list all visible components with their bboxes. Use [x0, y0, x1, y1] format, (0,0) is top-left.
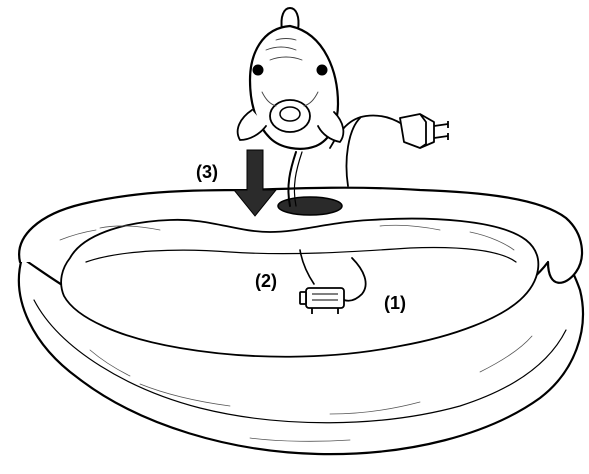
callout-cord-label: (1): [384, 293, 406, 313]
power-plug-icon: [400, 114, 448, 148]
rim-hole: [278, 197, 342, 215]
fish-right-eye: [317, 65, 327, 75]
fish-left-eye: [253, 65, 263, 75]
power-cord-down: [347, 118, 361, 186]
callout-insert-label: (3): [196, 162, 218, 182]
fish-mouth-inner: [280, 107, 300, 121]
callout-tube-label: (2): [255, 271, 277, 291]
fish-spout-icon: [238, 8, 344, 149]
basin: [19, 188, 583, 454]
